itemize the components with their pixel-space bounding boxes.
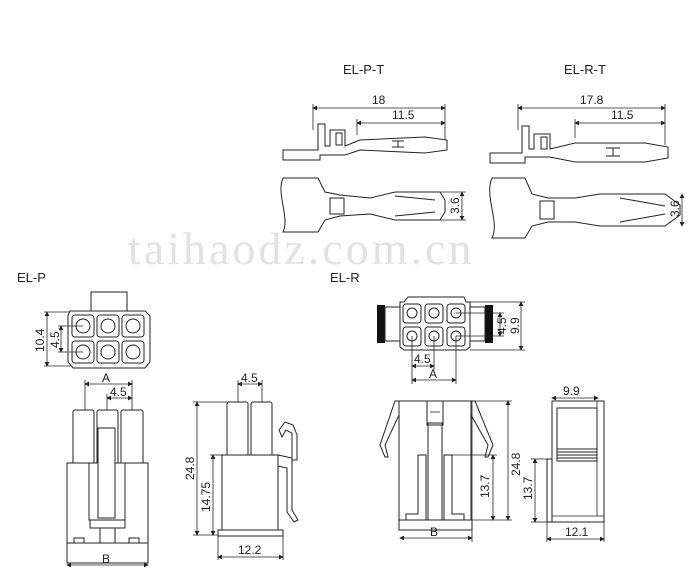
el-r-t-label: EL-R-T: [564, 62, 606, 77]
row-pitch-value: 4.5: [48, 331, 62, 348]
total-height-value: 24.8: [509, 452, 523, 476]
length-value: 18: [372, 93, 386, 107]
el-p-t-label: EL-P-T: [343, 62, 384, 77]
width-value: 3.6: [448, 197, 462, 214]
height-value: 9.9: [508, 317, 522, 334]
barrel-value: 11.5: [611, 108, 634, 122]
height-value: 10.4: [33, 328, 47, 352]
length-value: 17.8: [580, 93, 604, 107]
total-height-value: 24.8: [183, 456, 197, 480]
dim-b-label: B: [102, 552, 110, 566]
dim-b-label: B: [430, 525, 438, 539]
width-value: 3.6: [668, 200, 682, 217]
el-p-label: EL-P: [17, 270, 46, 285]
depth-value: 12.1: [565, 525, 589, 539]
row-pitch-value: 4.5: [495, 317, 509, 334]
dim-a-label: A: [429, 367, 437, 381]
el-r-label: EL-R: [330, 270, 360, 285]
el-r-t-terminal: EL-R-T 17.8 11.5 3.6: [489, 62, 685, 239]
barrel-value: 11.5: [392, 108, 415, 122]
side-width-value: 9.9: [563, 384, 580, 398]
side-pitch-value: 4.5: [241, 371, 258, 385]
dim-a-label: A: [102, 371, 110, 385]
body-height-value: 14.75: [199, 482, 213, 512]
el-p-housing: EL-P 10.4 4.5 A 4.5 B: [17, 270, 299, 568]
body-height-value: 13.7: [478, 474, 492, 498]
col-pitch-value: 4.5: [414, 352, 431, 366]
depth-value: 12.2: [238, 543, 262, 557]
col-pitch-value: 4.5: [110, 385, 127, 399]
el-p-t-terminal: EL-P-T 18 11.5 3.6: [280, 62, 466, 233]
el-r-housing: EL-R 4.5 9.9 4.5 A: [330, 270, 605, 542]
side-body-height-value: 13.7: [521, 476, 535, 500]
watermark: taihaodz.com.cn: [128, 223, 474, 274]
